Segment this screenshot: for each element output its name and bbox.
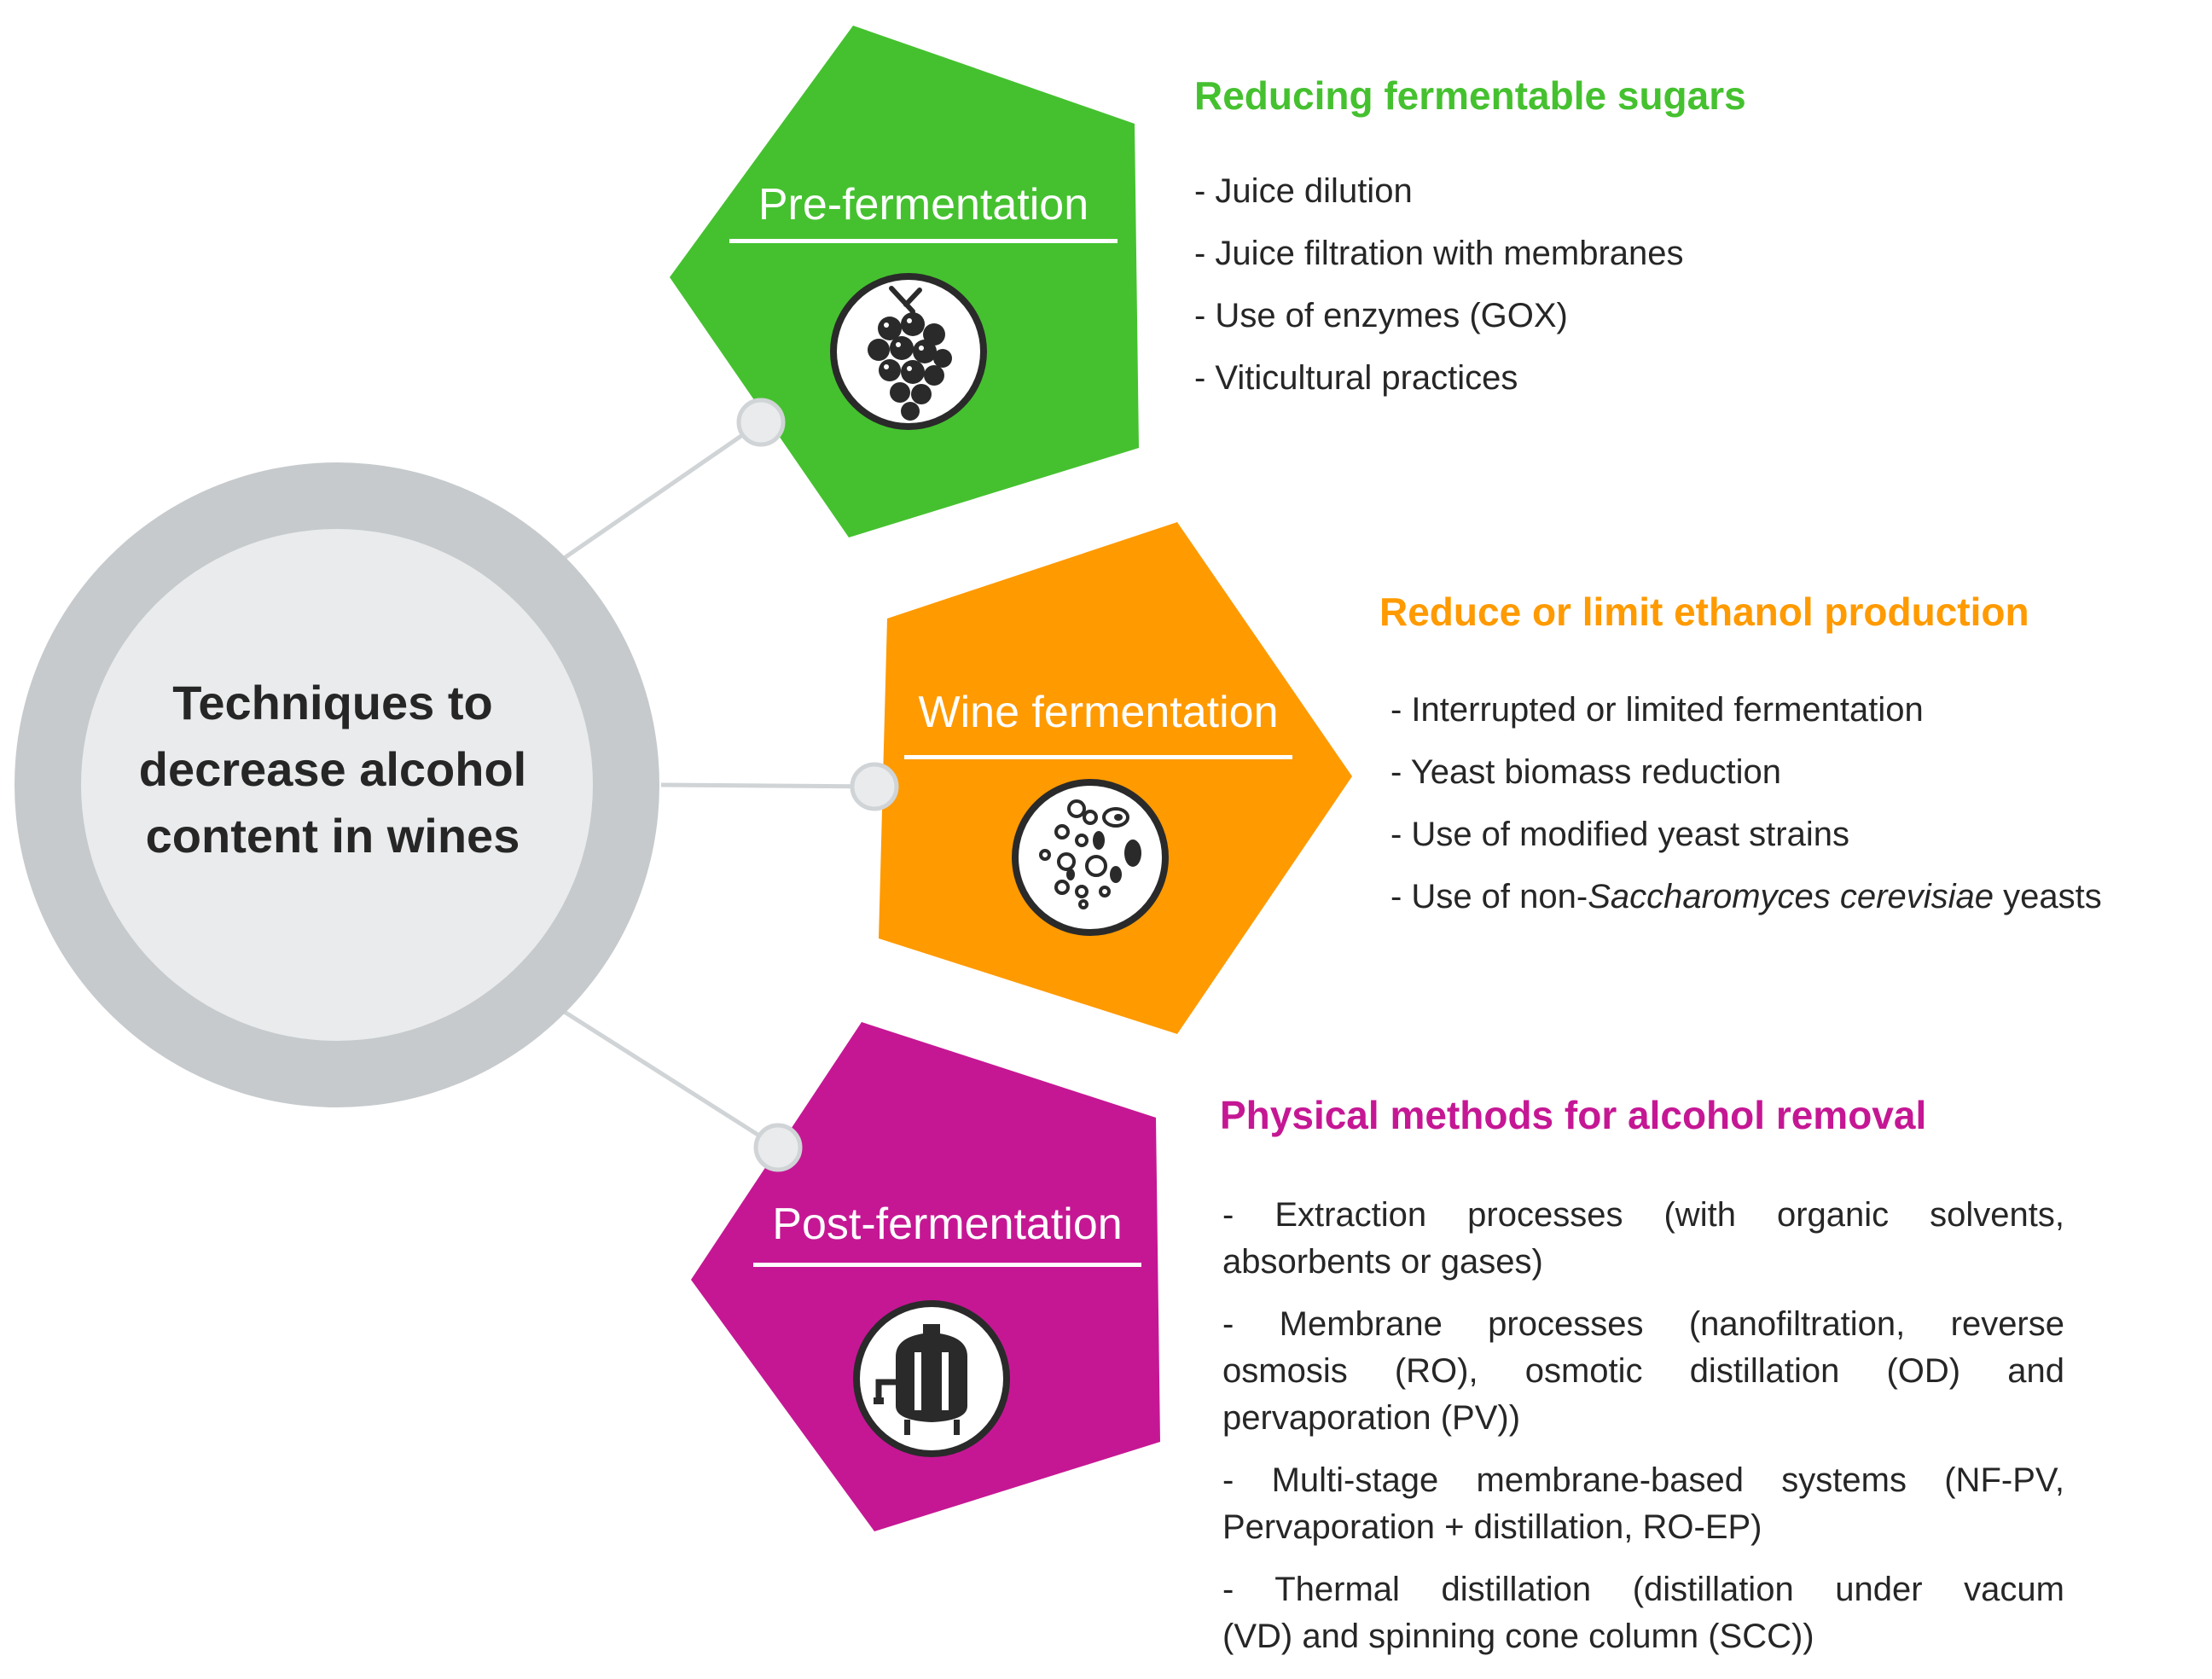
connector-wine <box>660 782 875 789</box>
list-wine: - Interrupted or limited fermentation - … <box>1390 689 2102 938</box>
list-item: - Use of modified yeast strains <box>1390 816 1849 853</box>
center-title-line-1: Techniques to <box>172 676 493 729</box>
item-line: absorbents or gases) <box>1222 1243 1543 1281</box>
item-line: (VD) and spinning cone column (SCC)) <box>1222 1618 1814 1655</box>
item-line: pervaporation (PV)) <box>1222 1399 1521 1437</box>
list-item: - Multi-stage membrane-based systems (NF… <box>1222 1457 2064 1551</box>
item-suffix: yeasts <box>1993 878 2102 915</box>
knob-wine <box>850 762 899 811</box>
list-item: - Thermal distillation (distillation und… <box>1222 1566 2064 1660</box>
fermentation-tank-icon <box>853 1300 1010 1457</box>
yeast-cells-icon <box>1012 779 1169 936</box>
list-item: - Interrupted or limited fermentation <box>1390 691 1924 729</box>
list-item: - Yeast biomass reduction <box>1390 753 1782 791</box>
item-line: - Extraction processes (with organic sol… <box>1222 1196 2064 1234</box>
heading-pre: Reducing fermentable sugars <box>1194 73 1746 118</box>
item-line: - Thermal distillation (distillation und… <box>1222 1571 2064 1608</box>
item-prefix: - Use of non- <box>1390 878 1588 915</box>
connector-pre <box>561 420 763 561</box>
knob-post <box>753 1123 803 1172</box>
item-line: - Membrane processes (nanofiltration, re… <box>1222 1305 2064 1343</box>
list-pre: - Juice dilution - Juice filtration with… <box>1194 171 1684 420</box>
list-item: - Viticultural practices <box>1194 359 1518 397</box>
stage-label-pre: Pre-fermentation <box>758 180 1089 229</box>
wine-underline <box>904 755 1292 759</box>
stage-label-wine: Wine fermentation <box>918 688 1279 737</box>
knob-pre <box>736 398 786 447</box>
stage-label-post: Post-fermentation <box>772 1200 1123 1249</box>
post-fermentation-pentagon <box>691 1022 1160 1531</box>
grapes-icon <box>830 273 987 430</box>
heading-wine: Reduce or limit ethanol production <box>1379 590 2029 634</box>
list-item-non-saccharomyces: - Use of non-Saccharomyces cerevisiae ye… <box>1390 876 2102 938</box>
connector-post <box>561 1008 780 1150</box>
center-title-line-2: decrease alcohol <box>138 742 527 796</box>
list-item: - Juice dilution <box>1194 172 1413 210</box>
list-post: - Extraction processes (with organic sol… <box>1222 1192 2064 1676</box>
center-title-line-3: content in wines <box>145 809 520 863</box>
heading-post: Physical methods for alcohol removal <box>1220 1093 1927 1137</box>
center-disc <box>81 529 593 1041</box>
list-item: - Juice filtration with membranes <box>1194 235 1684 272</box>
pre-underline <box>729 239 1118 243</box>
item-line: osmosis (RO), osmotic distillation (OD) … <box>1222 1352 2064 1390</box>
post-underline <box>753 1263 1141 1267</box>
item-species: Saccharomyces cerevisiae <box>1588 878 1994 915</box>
list-item: - Extraction processes (with organic sol… <box>1222 1192 2064 1286</box>
wine-fermentation-pentagon <box>879 522 1352 1034</box>
item-line: Pervaporation + distillation, RO-EP) <box>1222 1508 1762 1546</box>
list-item: - Use of enzymes (GOX) <box>1194 297 1568 334</box>
list-item: - Membrane processes (nanofiltration, re… <box>1222 1301 2064 1442</box>
item-line: - Multi-stage membrane-based systems (NF… <box>1222 1461 2064 1499</box>
center-title: Techniques to decrease alcohol content i… <box>85 670 580 869</box>
